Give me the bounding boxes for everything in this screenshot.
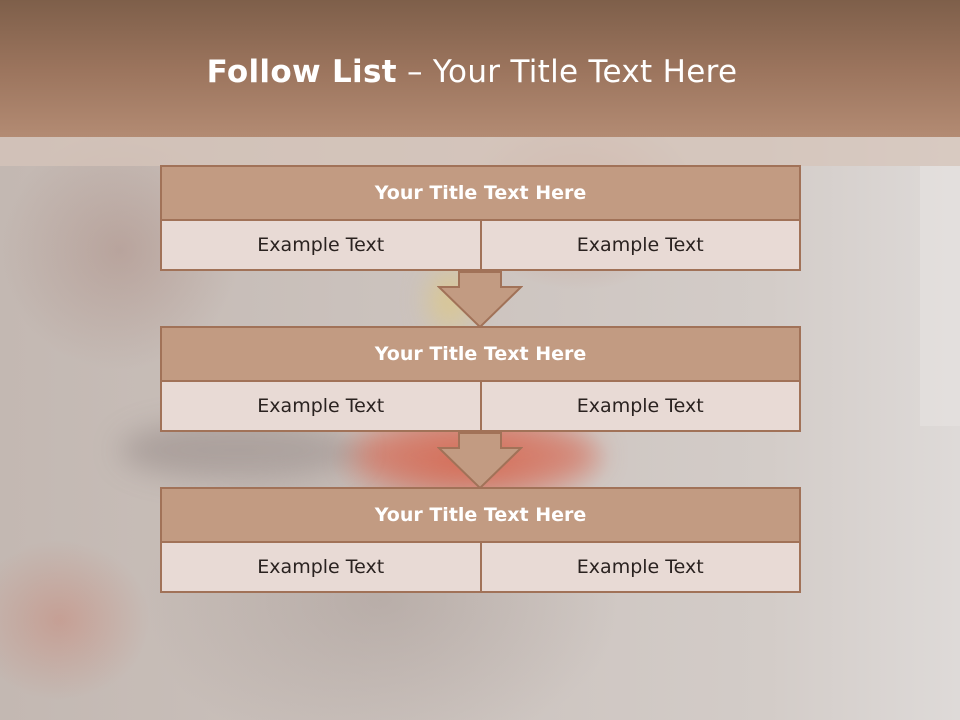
step-block-3: Your Title Text Here Example Text Exampl… bbox=[160, 487, 801, 593]
step-block-2: Your Title Text Here Example Text Exampl… bbox=[160, 326, 801, 432]
background-highlight bbox=[920, 166, 960, 426]
slide-title-bold: Follow List bbox=[206, 54, 397, 90]
step-row: Example Text Example Text bbox=[160, 543, 801, 593]
step-title: Your Title Text Here bbox=[160, 487, 801, 543]
step-cell-right: Example Text bbox=[481, 543, 801, 593]
title-bar: Follow List – Your Title Text Here bbox=[0, 0, 960, 137]
step-title: Your Title Text Here bbox=[160, 326, 801, 382]
step-row: Example Text Example Text bbox=[160, 221, 801, 271]
down-arrow-icon bbox=[437, 432, 523, 490]
step-block-1: Your Title Text Here Example Text Exampl… bbox=[160, 165, 801, 271]
down-arrow-icon bbox=[437, 271, 523, 329]
step-cell-right: Example Text bbox=[481, 382, 801, 432]
slide-title-rest: – Your Title Text Here bbox=[396, 54, 738, 90]
step-cell-right: Example Text bbox=[481, 221, 801, 271]
slide-title: Follow List – Your Title Text Here bbox=[0, 54, 944, 90]
background-band bbox=[0, 136, 960, 166]
step-cell-left: Example Text bbox=[160, 543, 482, 593]
step-cell-left: Example Text bbox=[160, 221, 482, 271]
step-title: Your Title Text Here bbox=[160, 165, 801, 221]
step-cell-left: Example Text bbox=[160, 382, 482, 432]
step-row: Example Text Example Text bbox=[160, 382, 801, 432]
